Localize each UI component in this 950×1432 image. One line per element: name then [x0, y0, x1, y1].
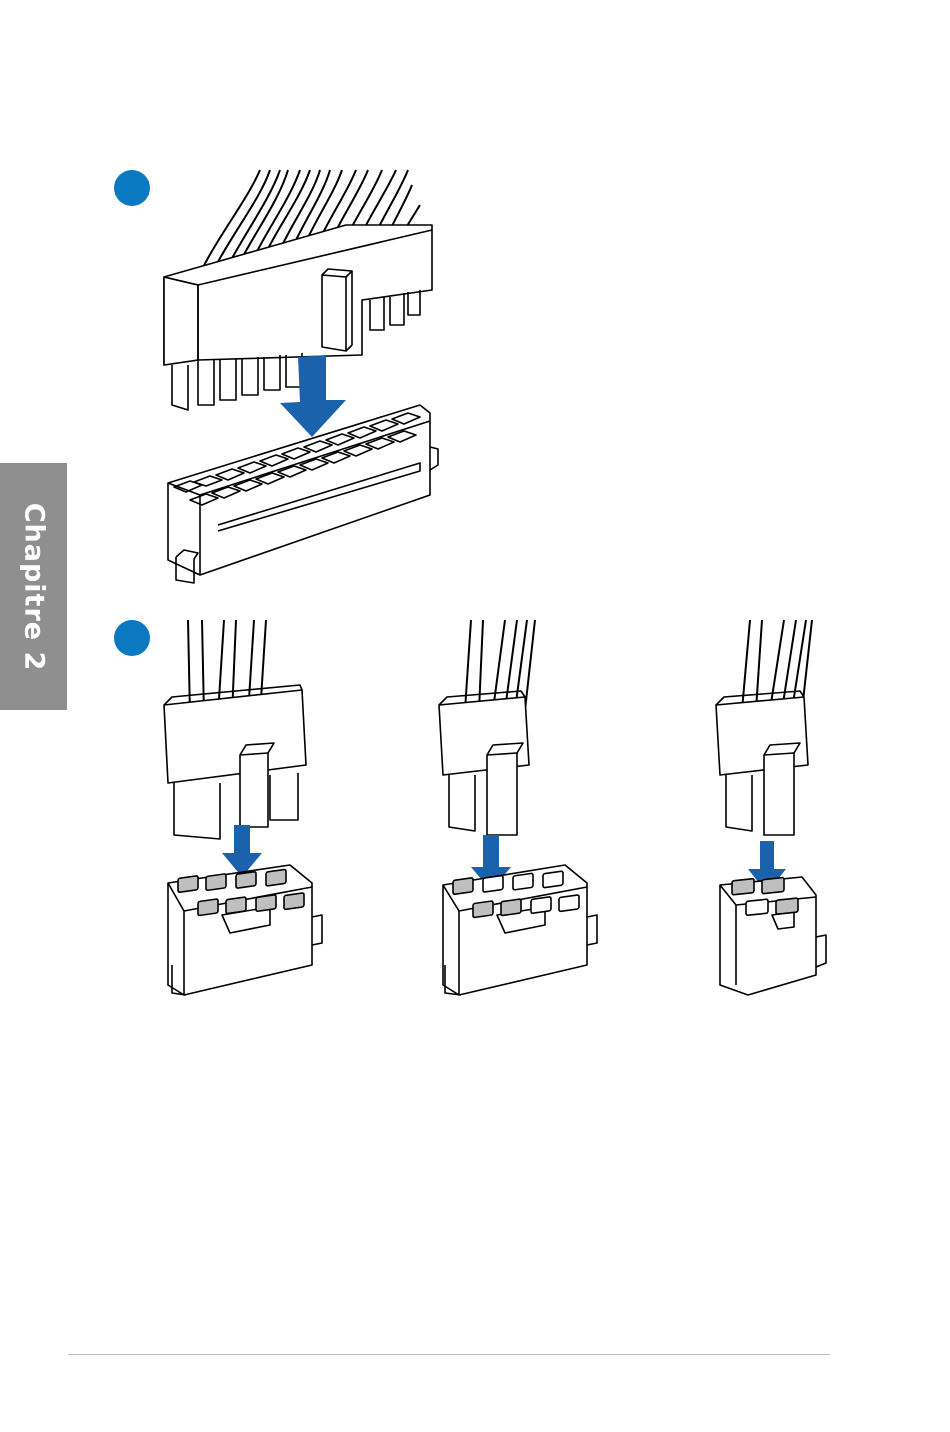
insert-arrow-down [280, 355, 346, 437]
insert-arrow-down [222, 825, 262, 877]
pcie-8pin-illustration [435, 615, 605, 1005]
footer-divider [68, 1354, 830, 1355]
plug-8pin-housing [164, 690, 306, 783]
atx-4pin-illustration [712, 615, 842, 1005]
atx-plug-housing [164, 225, 432, 365]
eps-8pin-illustration [160, 615, 330, 1005]
atx-24pin-illustration [150, 165, 450, 595]
step-1-marker [114, 170, 150, 206]
chapter-label: Chapitre 2 [18, 502, 49, 671]
step-2-marker [114, 620, 150, 656]
atx-latch [322, 275, 346, 351]
plug-latch [764, 753, 794, 835]
atx-socket-housing [168, 405, 430, 575]
chapter-side-tab: Chapitre 2 [0, 463, 67, 710]
plug-latch [240, 753, 268, 827]
plug-latch [487, 753, 517, 835]
